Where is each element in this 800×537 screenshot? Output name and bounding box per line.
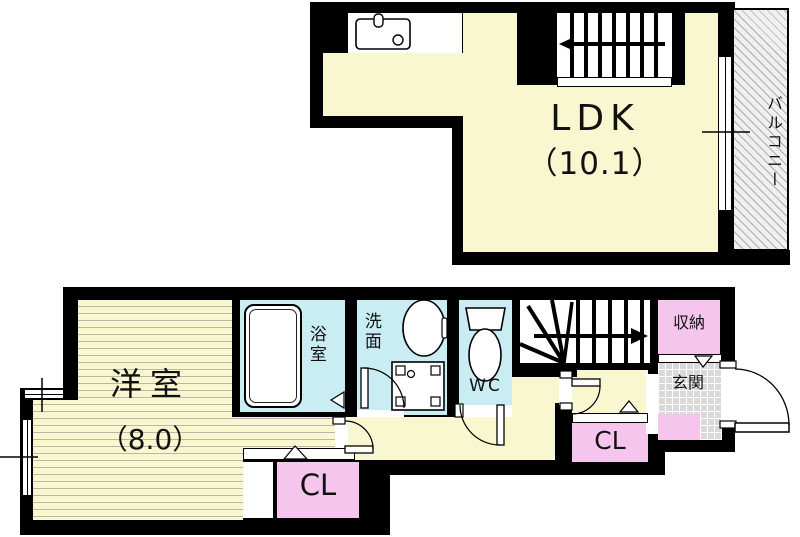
washroom-door [360,367,405,409]
closet-room-label: CL [299,468,337,502]
storage-door-marker [693,355,714,368]
bathroom-door-marker [329,390,345,410]
balcony-window [718,57,732,210]
wc-door [454,403,505,446]
closet-hall-area [572,423,648,462]
corridor-area [512,377,560,417]
western-room-size-label: （8.0） [99,423,201,456]
staircase-upper [557,13,672,87]
closet-hall-door-marker [618,400,640,413]
closet-hall-label: CL [594,426,626,455]
entrance-door [719,360,790,433]
western-room-door [332,416,374,454]
kitchen-sink-icon [355,13,411,50]
washbasin-icon [402,299,448,357]
toilet-icon [465,307,506,382]
entrance-doorway [722,366,735,423]
balcony-label: バルコニー [764,95,783,190]
wall [672,13,685,85]
balcony-area [732,8,789,251]
bathroom-label: 浴室 [305,325,326,365]
stair-arrow-line [569,42,665,46]
washing-machine-pan-icon [391,361,445,411]
wall [452,250,790,265]
western-room-doorway [335,417,348,450]
storage-label: 収納 [672,313,705,332]
closet-hall-door [572,413,648,423]
stair-arrow-head-left [559,37,574,51]
alcove [243,462,273,518]
ldk-label: LDK [550,98,640,139]
wall [555,403,570,460]
staircase-lower [519,299,650,377]
hall-doorway [559,377,572,405]
corridor-area [348,417,560,460]
hall-door [559,370,601,415]
stair-arrow-head-right [631,328,648,344]
ldk-size-label: （10.1） [526,146,664,182]
wc-label: WC [469,376,502,396]
bathtub [244,304,302,408]
storage-door [658,354,722,363]
kitchen-floor [323,53,463,116]
western-room-label: 洋室 [109,365,190,403]
closet-room-door-marker [282,445,309,460]
storage-area [658,300,720,355]
closet-room-area [277,462,359,518]
western-room-top-window [25,389,63,399]
washroom-doorway [357,410,404,417]
entrance-label: 玄関 [671,373,704,392]
washroom-label: 洗面 [360,312,381,352]
shoe-cabinet [658,414,700,440]
hall-area [572,370,648,413]
wall [517,13,557,85]
stair-arrow-line [534,334,632,338]
entrance-hall-opening [646,374,658,434]
